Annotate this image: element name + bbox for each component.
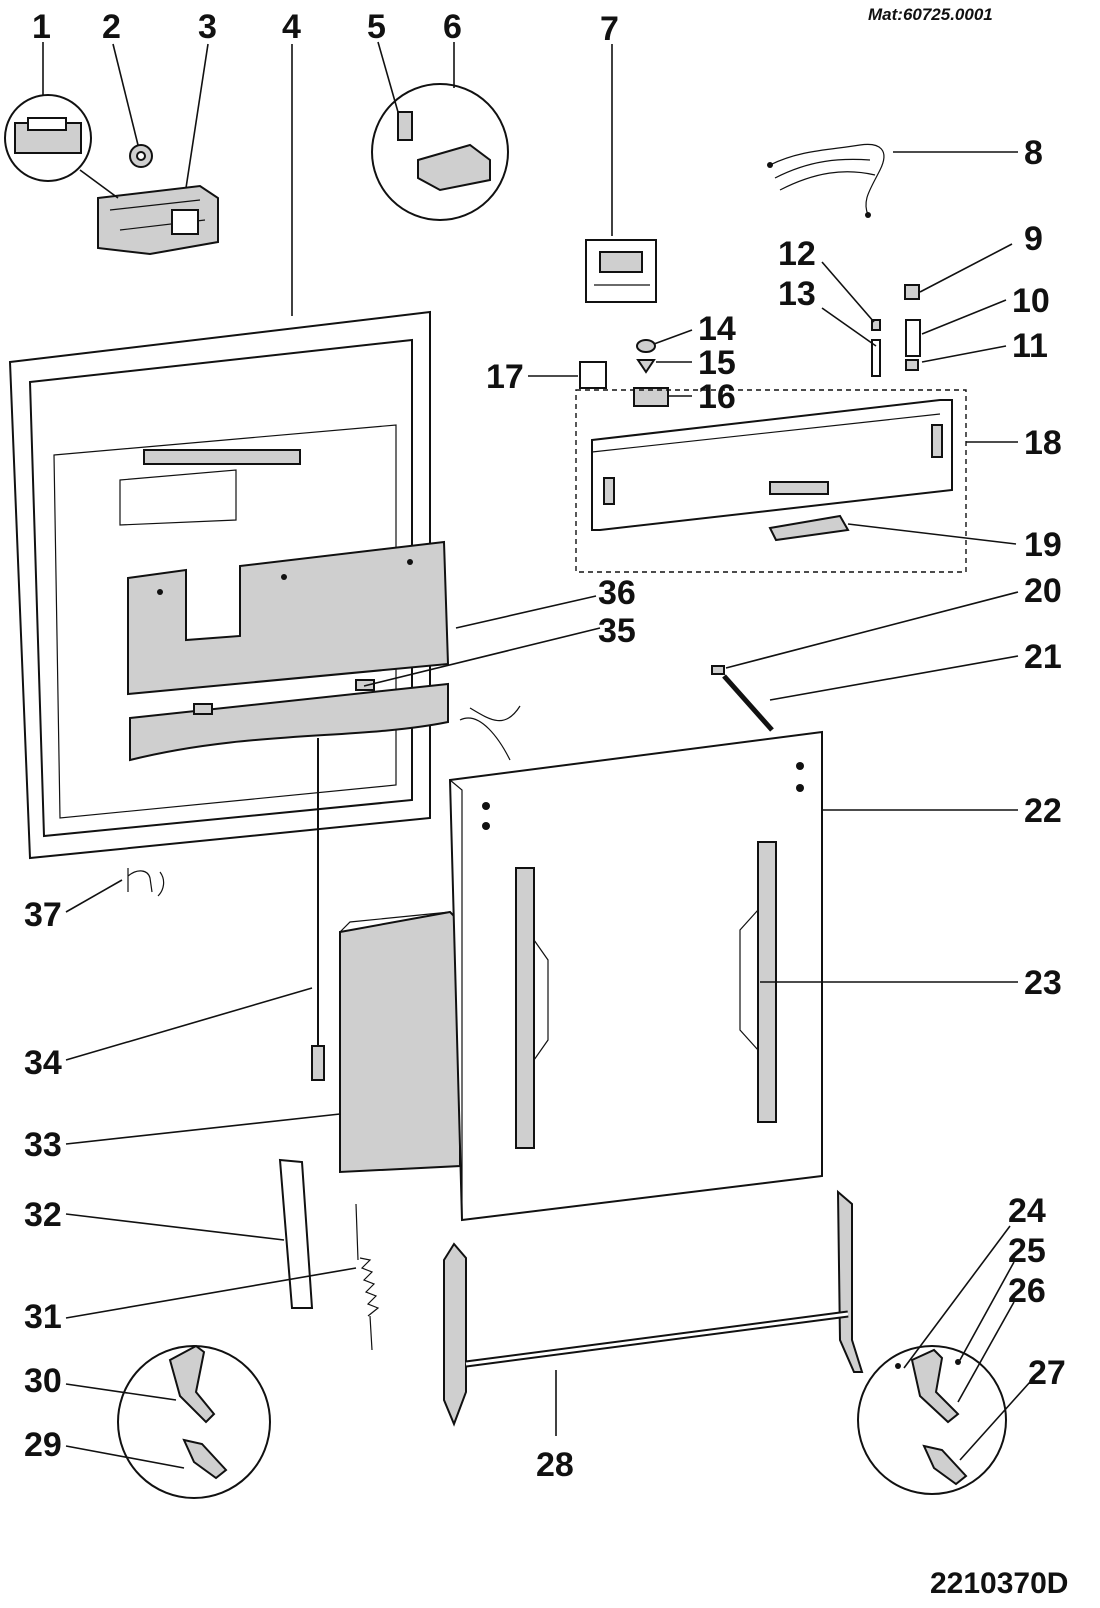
callout-28: 28 [536,1446,574,1484]
parts-29-30-detail-circle [117,1344,271,1499]
callout-12: 12 [778,235,816,273]
part-28-hinge-assembly [443,1189,864,1427]
callout-11: 11 [1012,327,1048,365]
callout-30: 30 [24,1362,62,1400]
callout-37: 37 [24,896,62,934]
callout-16: 16 [698,378,736,416]
part-18-control-panel [575,389,967,573]
callout-8: 8 [1024,134,1043,172]
part-23-door-brackets [515,841,777,1149]
callout-13: 13 [778,275,816,313]
document-reference: Mat:60725.0001 [868,5,993,24]
part-34-cable [311,738,325,1081]
part-36-insulation-panel [127,540,450,696]
callout-17: 17 [486,358,524,396]
callout-15: 15 [698,344,736,382]
callout-32: 32 [24,1196,62,1234]
part-1-detail-circle [4,94,92,182]
parts-14-17-small-components [579,339,669,407]
callout-27: 27 [1028,1354,1066,1392]
drawing-code: 2210370D [930,1567,1068,1600]
callout-25: 25 [1008,1232,1046,1270]
callout-19: 19 [1024,526,1062,564]
callout-10: 10 [1012,282,1050,320]
part-7-control-board [585,239,657,303]
leader-lines [42,41,1031,1469]
parts-9-13-small-components [871,284,921,377]
callout-22: 22 [1024,792,1062,830]
part-2-knob [129,144,153,168]
callout-14: 14 [698,310,736,348]
callout-35: 35 [598,612,636,650]
callout-29: 29 [24,1426,62,1464]
callout-7: 7 [600,10,619,48]
part-33-block [339,910,461,1174]
part-37-clip [127,868,165,897]
callout-2: 2 [102,8,121,46]
callout-26: 26 [1008,1272,1046,1310]
part-8-wiring-harness [767,143,885,218]
callout-36: 36 [598,574,636,612]
part-19-trim [768,514,850,542]
part-31-spring [355,1203,380,1351]
callout-21: 21 [1024,638,1062,676]
callout-23: 23 [1024,964,1062,1002]
callout-1: 1 [32,8,51,46]
parts-20-21-pin-rod [711,665,774,732]
callout-5: 5 [367,8,386,46]
part-3-door-lock [97,184,219,256]
callout-33: 33 [24,1126,62,1164]
part-32-side-trim [278,1158,314,1309]
part-6-detail-circle [371,83,509,221]
callout-24: 24 [1008,1192,1046,1230]
callout-31: 31 [24,1298,62,1336]
part-22-outer-door [448,730,823,1222]
callout-9: 9 [1024,220,1043,258]
callout-6: 6 [443,8,462,46]
callout-18: 18 [1024,424,1062,462]
parts-24-27-detail-circle [857,1345,1007,1495]
callout-3: 3 [198,8,217,46]
callout-20: 20 [1024,572,1062,610]
callout-34: 34 [24,1044,62,1082]
callout-4: 4 [282,8,301,46]
callout-labels: 1 2 3 4 5 6 7 8 9 10 11 12 13 14 15 16 1… [24,8,1066,1484]
